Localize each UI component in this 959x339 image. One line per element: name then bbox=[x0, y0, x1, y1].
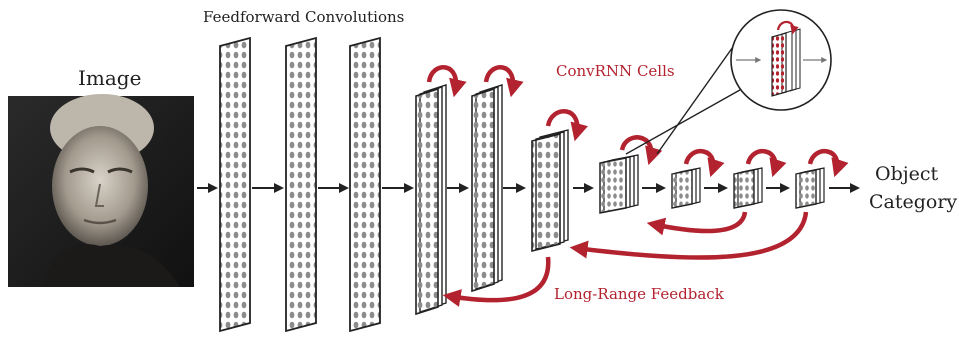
long-range-feedback-label: Long-Range Feedback bbox=[554, 285, 724, 303]
recurrent-arrow-4 bbox=[619, 135, 663, 166]
image-label: Image bbox=[78, 66, 142, 90]
recurrent-arrow-1 bbox=[426, 65, 467, 98]
feedforward-label: Feedforward Convolutions bbox=[203, 8, 405, 26]
feedback-arrow-short bbox=[646, 211, 748, 236]
recurrent-arrow-2 bbox=[483, 65, 524, 98]
zoom-inset bbox=[625, 9, 832, 155]
convrnn-cell-6 bbox=[733, 148, 787, 209]
feedforward-layer-3 bbox=[349, 36, 381, 333]
convrnn-cell-2 bbox=[471, 65, 524, 293]
recurrent-arrow-7 bbox=[807, 148, 849, 178]
recurrent-arrow-3 bbox=[545, 109, 588, 142]
convrnn-cell-5 bbox=[671, 148, 725, 209]
feedforward-layer-1 bbox=[219, 36, 251, 333]
feedforward-layer-2 bbox=[285, 36, 317, 333]
output-label-line1: Object bbox=[875, 163, 939, 185]
feedback-arrow-to-early bbox=[442, 256, 551, 307]
convrnn-cell-1 bbox=[415, 65, 467, 316]
convrnn-label: ConvRNN Cells bbox=[556, 62, 675, 80]
recurrent-arrow-6 bbox=[745, 148, 787, 178]
convrnn-cell-4 bbox=[599, 135, 663, 214]
output-label-line2: Category bbox=[869, 191, 958, 213]
portrait-photo bbox=[8, 94, 194, 287]
recurrent-arrow-5 bbox=[683, 148, 725, 178]
convrnn-cell-3 bbox=[531, 109, 588, 253]
feedback-arrow-long bbox=[569, 211, 809, 260]
convrnn-cell-7 bbox=[795, 148, 849, 209]
